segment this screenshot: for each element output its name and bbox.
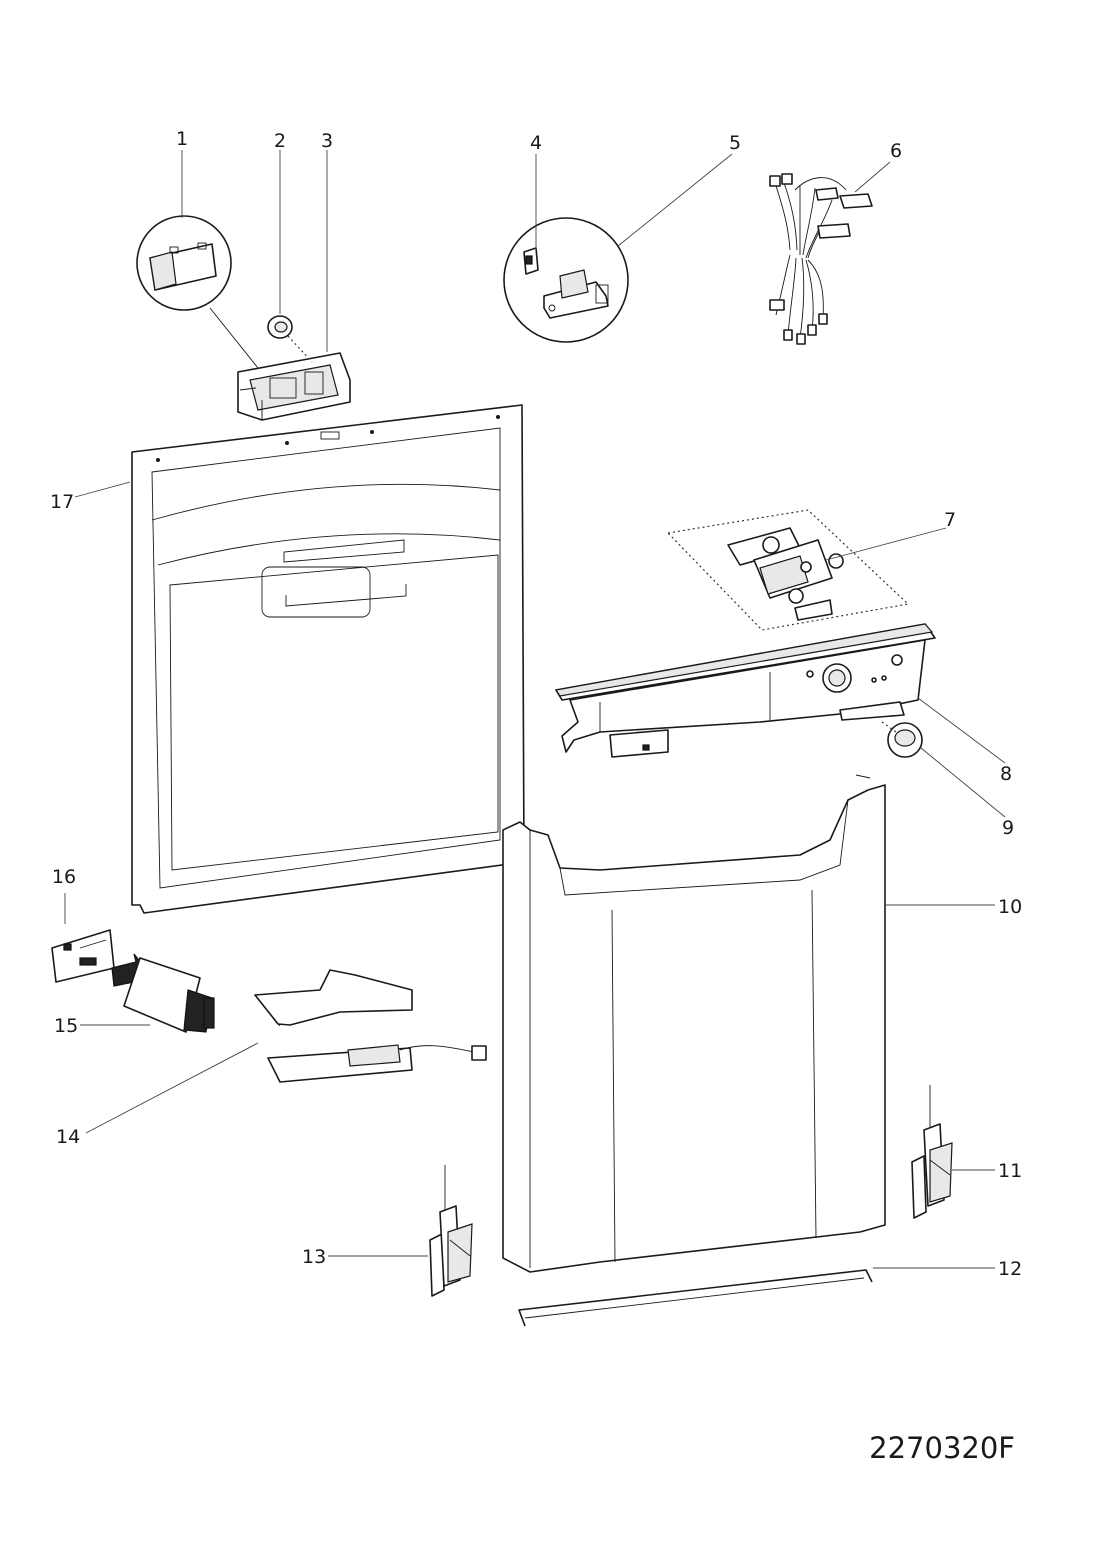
part-11-hinge-right — [911, 1085, 953, 1219]
leader-lines — [64, 150, 1006, 1269]
drawing-code: 2270320F — [869, 1431, 1015, 1465]
part-5-bracket-detail — [503, 217, 629, 343]
callout-10: 10 — [998, 896, 1022, 918]
part-6-wiring-harness — [769, 173, 873, 345]
part-16-label — [51, 929, 115, 983]
callout-4: 4 — [530, 132, 542, 154]
callout-labels: 1 2 3 4 5 6 7 8 9 10 11 12 13 14 15 16 1… — [50, 128, 1022, 1280]
callout-3: 3 — [321, 130, 333, 152]
callout-1: 1 — [176, 128, 188, 150]
callout-2: 2 — [274, 130, 286, 152]
callout-5: 5 — [729, 132, 741, 154]
part-8-control-panel — [554, 623, 936, 758]
part-7-electronic-board-kit — [666, 509, 910, 631]
part-15-dispenser — [111, 953, 215, 1033]
part-3-door-lock — [237, 352, 351, 421]
part-4-clip — [523, 247, 539, 275]
callout-8: 8 — [1000, 763, 1012, 785]
part-2-cap — [267, 315, 313, 363]
callout-16: 16 — [52, 866, 76, 888]
part-12-rod — [518, 1269, 873, 1327]
part-1-microswitch-detail — [136, 215, 259, 369]
callout-15: 15 — [54, 1015, 78, 1037]
part-9-knob — [881, 721, 923, 758]
callout-14: 14 — [56, 1126, 80, 1148]
callout-12: 12 — [998, 1258, 1022, 1280]
callout-17: 17 — [50, 491, 74, 513]
callout-6: 6 — [890, 140, 902, 162]
part-13-hinge-left — [429, 1165, 473, 1297]
callout-11: 11 — [998, 1160, 1022, 1182]
part-14-board-and-cover — [254, 969, 487, 1083]
callout-9: 9 — [1002, 817, 1014, 839]
part-17-inner-door-panel — [131, 404, 525, 914]
callout-7: 7 — [944, 509, 956, 531]
callout-13: 13 — [302, 1246, 326, 1268]
part-10-outer-door-panel — [502, 774, 886, 1273]
